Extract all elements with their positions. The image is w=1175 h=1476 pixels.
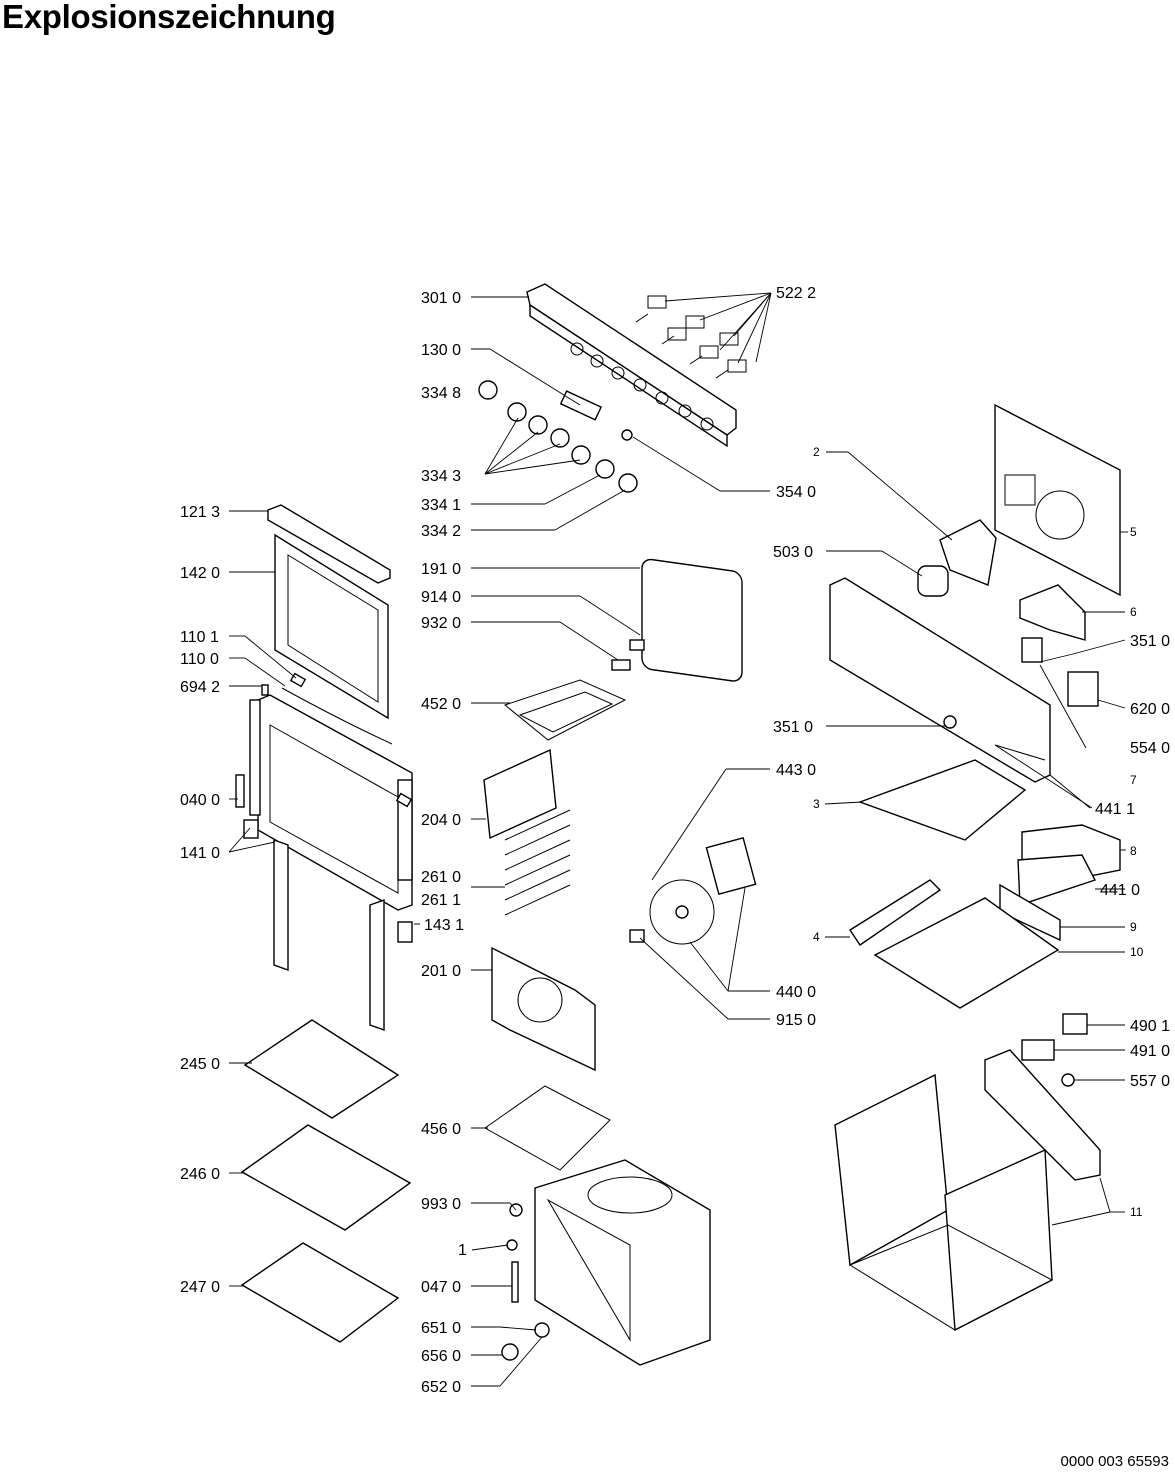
callout-651-0: 651 0 [421,1320,461,1337]
callout-141-0: 141 0 [180,845,220,862]
callout-656-0: 656 0 [421,1348,461,1365]
callout-261-1: 261 1 [421,892,461,909]
callout-204-0: 204 0 [421,812,461,829]
racks [483,748,596,1072]
callout-040-0: 040 0 [180,792,220,809]
document-number: 0000 003 65593 [1060,1453,1169,1470]
callout-9: 9 [1130,920,1137,934]
callout-522-2: 522 2 [776,285,816,302]
callout-6: 6 [1130,605,1137,619]
callout-491-0: 491 0 [1130,1043,1170,1060]
callout-7: 7 [1130,773,1137,787]
callout-351-0-b: 351 0 [773,719,813,736]
callout-4: 4 [813,930,820,944]
fan-443 [629,837,757,945]
callout-2: 2 [813,445,820,459]
callout-047-0: 047 0 [421,1279,461,1296]
callout-694-2: 694 2 [180,679,220,696]
callout-440-0: 440 0 [776,984,816,1001]
callout-261-0: 261 0 [421,869,461,886]
callout-143-1: 143 1 [424,917,464,934]
bottom-element-456 [484,1085,611,1171]
leader-lines [228,292,1128,1387]
switches-522 [635,295,747,379]
callout-620-0: 620 0 [1130,701,1170,718]
callout-1: 1 [458,1242,467,1259]
page-title: Explosionszeichnung [2,0,336,35]
grill-element-452 [503,639,645,741]
callout-130-0: 130 0 [421,342,461,359]
callout-5: 5 [1130,525,1137,539]
rear-panel-5 [994,403,1121,597]
callout-245-0: 245 0 [180,1056,220,1073]
callout-247-0: 247 0 [180,1279,220,1296]
callout-452-0: 452 0 [421,696,461,713]
callout-11: 11 [1130,1205,1143,1219]
outer-housing-11 [834,1073,1054,1332]
door-parts [235,504,413,1031]
right-components [829,519,1121,1181]
callout-121-3: 121 3 [180,504,220,521]
callout-652-0: 652 0 [421,1379,461,1396]
oven-cavity [534,1159,711,1366]
callout-10: 10 [1130,945,1144,959]
callout-142-0: 142 0 [180,565,220,582]
control-panel-301 [526,283,737,448]
gasket-191 [641,558,743,682]
callout-932-0: 932 0 [421,615,461,632]
callout-993-0: 993 0 [421,1196,461,1213]
callout-456-0: 456 0 [421,1121,461,1138]
callout-8: 8 [1130,844,1137,858]
knobs-334 [478,380,638,493]
shelf-trays [240,1019,412,1343]
callout-3: 3 [813,797,820,811]
callout-441-1: 441 1 [1095,801,1135,818]
callout-labels: 301 0 522 2 130 0 334 8 334 3 354 0 334 … [180,285,1170,1396]
callout-914-0: 914 0 [421,589,461,606]
callout-334-8: 334 8 [421,385,461,402]
callout-334-2: 334 2 [421,523,461,540]
callout-110-0: 110 0 [180,651,219,668]
callout-354-0: 354 0 [776,484,816,501]
callout-334-3: 334 3 [421,468,461,485]
callout-301-0: 301 0 [421,290,461,307]
callout-554-0: 554 0 [1130,740,1170,757]
callout-246-0: 246 0 [180,1166,220,1183]
callout-191-0: 191 0 [421,561,461,578]
callout-915-0: 915 0 [776,1012,816,1029]
callout-503-0: 503 0 [773,544,813,561]
callout-441-0: 441 0 [1100,882,1140,899]
callout-334-1: 334 1 [421,497,461,514]
callout-443-0: 443 0 [776,762,816,779]
callout-201-0: 201 0 [421,963,461,980]
callout-490-1: 490 1 [1130,1018,1170,1035]
callout-557-0: 557 0 [1130,1073,1170,1090]
callout-351-0-a: 351 0 [1130,633,1170,650]
callout-110-1: 110 1 [180,629,219,646]
